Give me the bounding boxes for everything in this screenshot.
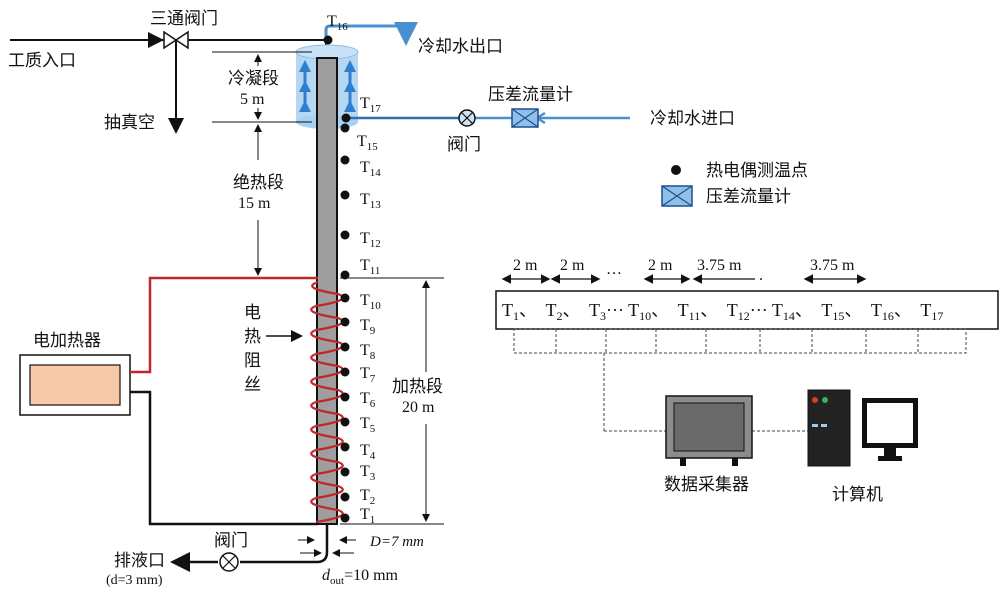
data-acquisition-label: 数据采集器 — [664, 475, 749, 495]
computer-icon — [807, 389, 918, 467]
svg-text:…: … — [606, 261, 622, 278]
three-way-valve-label: 三通阀门 — [150, 9, 218, 29]
sensor-list-text: T1、 T2、 T3··· T10、 T11、 T12··· T14、 T15、… — [502, 300, 943, 323]
svg-text:T13: T13 — [360, 191, 381, 211]
heater-black-wire — [130, 390, 318, 526]
spacing-row: 2 m 2 m … 2 m 3.75 m . 3.75 m — [501, 257, 867, 284]
svg-text:T15: T15 — [357, 133, 378, 153]
flowmeter-icon — [511, 108, 539, 128]
svg-text:T1: T1 — [360, 506, 375, 526]
sensor-labels: T15 T14 T13 T12 T11 T10 T9 T8 T7 T6 T5 T… — [357, 133, 381, 526]
svg-text:T14: T14 — [360, 159, 381, 179]
computer-label: 计算机 — [832, 485, 883, 505]
svg-text:3.75 m: 3.75 m — [697, 257, 742, 274]
heating-length: 20 m — [402, 399, 435, 416]
condenser-section-label: 冷凝段 — [228, 69, 279, 89]
cooling-water-inlet-piping — [346, 111, 630, 125]
drain-piping — [170, 524, 329, 572]
svg-text:2 m: 2 m — [513, 257, 538, 274]
svg-text:.: . — [759, 267, 763, 284]
svg-text:T12: T12 — [360, 230, 381, 250]
valve-icon — [458, 109, 476, 127]
svg-text:2 m: 2 m — [560, 257, 585, 274]
heater-red-wire — [130, 276, 318, 374]
adiabatic-length: 15 m — [238, 195, 271, 212]
svg-text:T2: T2 — [360, 487, 375, 507]
dout-dimension: dout=10 mm — [322, 567, 399, 587]
vacuum-label: 抽真空 — [104, 113, 155, 133]
legend-thermocouple-icon — [671, 165, 681, 175]
drain-outlet-label: 排液口 — [114, 551, 165, 571]
svg-text:T4: T4 — [360, 442, 376, 462]
cooling-water-inlet-label: 冷却水进口 — [650, 109, 735, 129]
thermocouple-point — [341, 113, 351, 123]
cooling-water-outlet-label: 冷却水出口 — [418, 37, 503, 57]
svg-text:电: 电 — [244, 303, 261, 323]
svg-text:热: 热 — [244, 327, 261, 347]
drain-valve-icon — [219, 552, 239, 572]
svg-text:阻: 阻 — [244, 351, 261, 371]
valve-bottom-label: 阀门 — [214, 531, 248, 551]
thermocouple-point — [323, 35, 333, 45]
legend-flowmeter-label: 压差流量计 — [706, 187, 791, 207]
cooling-water-outlet-pipe — [324, 22, 418, 46]
svg-text:2 m: 2 m — [648, 257, 673, 274]
svg-text:T3: T3 — [360, 463, 376, 483]
electric-heater — [19, 354, 131, 416]
svg-text:3.75 m: 3.75 m — [810, 257, 855, 274]
sensor-points — [340, 123, 350, 523]
heating-wire-label: 电 热 阻 丝 — [244, 303, 261, 395]
electric-heater-label: 电加热器 — [33, 331, 101, 351]
D-dimension: D=7 mm — [369, 534, 424, 550]
svg-text:T5: T5 — [360, 415, 376, 435]
drain-diameter: (d=3 mm) — [106, 573, 163, 588]
heating-section-label: 加热段 — [392, 377, 443, 397]
data-acquisition-device — [665, 395, 753, 466]
three-way-valve-icon — [163, 30, 189, 50]
legend-flowmeter-icon — [661, 185, 693, 207]
flowmeter-label: 压差流量计 — [488, 85, 573, 105]
svg-text:T8: T8 — [360, 342, 376, 362]
sensor-label-T16: T16 — [327, 13, 348, 33]
svg-text:T7: T7 — [360, 365, 376, 385]
signal-wiring — [513, 328, 967, 432]
svg-text:T11: T11 — [360, 257, 380, 277]
working-fluid-inlet-label: 工质入口 — [8, 51, 76, 71]
legend-thermocouple-label: 热电偶测温点 — [706, 161, 808, 181]
svg-text:丝: 丝 — [244, 375, 261, 395]
valve-top-label: 阀门 — [447, 135, 481, 155]
sensor-label-T17: T17 — [360, 95, 381, 115]
adiabatic-section-label: 绝热段 — [233, 173, 284, 193]
svg-text:T10: T10 — [360, 292, 381, 312]
condenser-length: 5 m — [240, 91, 265, 108]
svg-text:T9: T9 — [360, 317, 376, 337]
diameter-dimensions — [298, 536, 356, 557]
svg-text:T6: T6 — [360, 390, 376, 410]
